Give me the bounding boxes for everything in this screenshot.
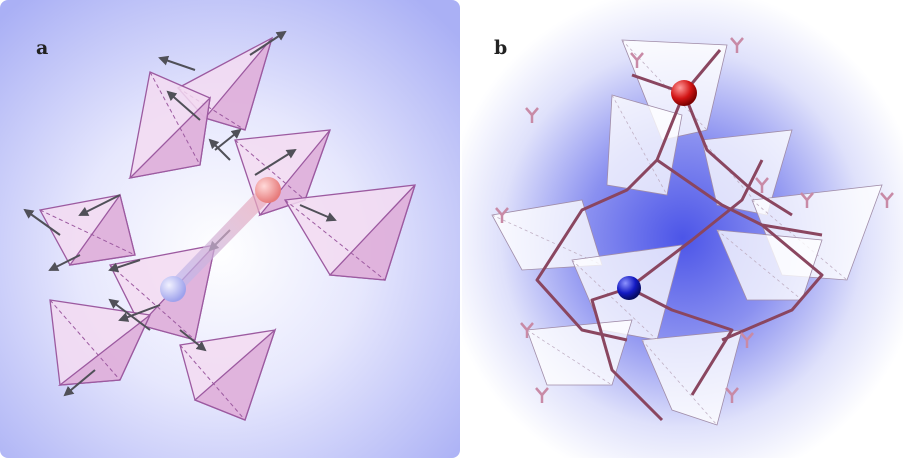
dirac-string-diagram	[462, 0, 903, 458]
spin-arrow	[108, 259, 141, 273]
string-stub	[495, 207, 509, 223]
tetrahedron	[606, 94, 683, 196]
monopole-positive-icon	[671, 80, 697, 106]
monopole-negative-icon	[160, 276, 186, 302]
spin-arrow	[179, 329, 207, 352]
panel-a: a	[0, 0, 460, 458]
dirac-string	[656, 158, 823, 237]
spin-arrow	[63, 369, 96, 397]
dirac-string	[721, 223, 824, 342]
spin-arrow	[208, 138, 231, 161]
panel-label-a: a	[36, 37, 49, 59]
tetrahedron	[491, 199, 603, 271]
string-stub	[740, 332, 754, 348]
dirac-string	[628, 159, 764, 290]
dirac-strings-b	[495, 37, 894, 422]
dirac-string-cone	[168, 186, 274, 294]
tetrahedron	[179, 327, 277, 421]
spin-arrow	[254, 148, 297, 176]
tetrahedron	[39, 193, 136, 266]
tetrahedron	[716, 229, 823, 301]
spin-arrow	[299, 204, 337, 222]
spin-arrow	[23, 208, 61, 236]
dirac-string	[682, 92, 793, 217]
spin-arrow	[249, 30, 287, 56]
spin-arrow	[118, 304, 161, 322]
panel-label-b: b	[494, 37, 508, 59]
string-stub	[520, 322, 534, 338]
string-stub	[725, 387, 739, 403]
string-stub	[755, 177, 769, 193]
string-stub	[630, 52, 644, 68]
tetrahedron	[128, 71, 211, 180]
pyrochlore-spin-ice-diagram	[0, 0, 460, 458]
string-stub	[880, 192, 894, 208]
monopole-negative-icon	[617, 276, 641, 300]
spin-arrow	[48, 254, 81, 271]
monopole-positive-icon	[255, 177, 281, 203]
string-stub	[730, 37, 744, 53]
panel-b: b	[462, 0, 903, 458]
spin-arrow	[78, 194, 121, 216]
string-stub	[525, 107, 539, 123]
spin-arrow	[166, 90, 201, 121]
spin-arrow	[108, 298, 151, 331]
string-stub	[800, 192, 814, 208]
dirac-string	[590, 286, 664, 422]
tetrahedron	[283, 184, 416, 281]
string-stub	[535, 387, 549, 403]
spin-arrow	[158, 55, 196, 71]
dirac-string	[628, 286, 734, 396]
